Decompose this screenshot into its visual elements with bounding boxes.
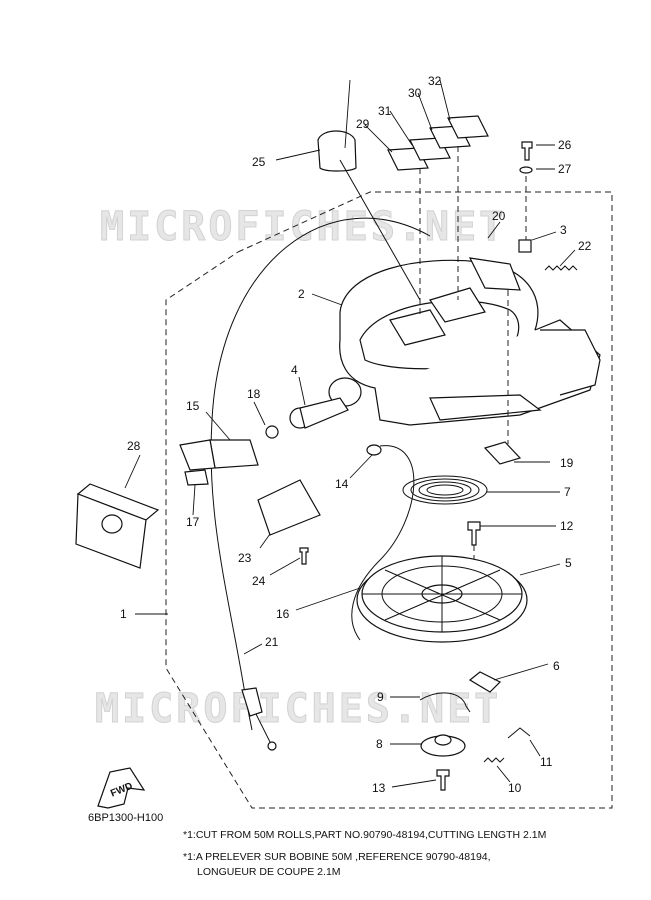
callout-5: 5 xyxy=(565,556,572,570)
rope-25-line xyxy=(339,159,421,301)
note-english: *1:CUT FROM 50M ROLLS,PART NO.90790-4819… xyxy=(183,829,547,841)
callout-17: 17 xyxy=(186,515,200,529)
starter-case xyxy=(339,259,601,426)
note-french-line1: *1:A PRELEVER SUR BOBINE 50M ,REFERENCE … xyxy=(183,851,491,863)
bushing-14 xyxy=(366,444,382,456)
bolt-12 xyxy=(467,521,481,546)
spring-22 xyxy=(544,265,578,271)
callout-9: 9 xyxy=(377,690,384,704)
callout-22: 22 xyxy=(578,239,592,253)
screw-24 xyxy=(299,547,309,565)
starter-rope-16 xyxy=(351,445,415,641)
callout-23: 23 xyxy=(238,551,252,565)
bracket-23 xyxy=(257,479,321,536)
callout-28: 28 xyxy=(127,439,141,453)
spiral-spring-7 xyxy=(402,475,488,505)
callout-19: 19 xyxy=(560,456,574,470)
callout-2: 2 xyxy=(298,287,305,301)
callout-20: 20 xyxy=(492,209,506,223)
watermark-top: MICROFICHES.NET xyxy=(100,204,506,250)
callout-15: 15 xyxy=(186,399,200,413)
drive-pawl-6 xyxy=(468,671,502,693)
callout-11: 11 xyxy=(540,755,553,769)
callout-21: 21 xyxy=(265,635,279,649)
collar-3 xyxy=(518,239,532,253)
sheave-drum-5 xyxy=(356,555,528,643)
assembly-outline xyxy=(165,191,613,809)
callout-4: 4 xyxy=(291,363,298,377)
callout-26: 26 xyxy=(558,138,572,152)
note-french-line2: LONGUEUR DE COUPE 2.1M xyxy=(197,866,341,878)
bolt-13 xyxy=(436,769,450,791)
label-32 xyxy=(447,115,489,139)
return-spring-9 xyxy=(419,692,471,713)
spring-10 xyxy=(483,757,505,763)
friction-plate-8 xyxy=(420,734,466,757)
starter-handle-assembly xyxy=(179,377,362,486)
callout-7: 7 xyxy=(564,485,571,499)
watermark-bottom: MICROFICHES.NET xyxy=(95,686,501,732)
fwd-arrow-icon: FWD xyxy=(97,767,146,809)
callout-31: 31 xyxy=(378,104,392,118)
callout-6: 6 xyxy=(553,659,560,673)
callout-10: 10 xyxy=(508,781,522,795)
callout-8: 8 xyxy=(376,737,383,751)
callout-18: 18 xyxy=(247,387,261,401)
leader-lines xyxy=(124,79,576,788)
starter-cable xyxy=(210,217,431,731)
callout-12: 12 xyxy=(560,519,574,533)
cable-end-nipple xyxy=(267,741,277,751)
callout-14: 14 xyxy=(335,477,349,491)
callout-16: 16 xyxy=(276,607,290,621)
lock-lever-20 xyxy=(468,257,521,291)
washer-27 xyxy=(519,166,533,174)
callout-1: 1 xyxy=(120,607,127,621)
callout-29: 29 xyxy=(356,117,370,131)
callout-27: 27 xyxy=(558,162,572,176)
diagram-code: 6BP1300-H100 xyxy=(88,812,164,824)
cable-end xyxy=(241,687,263,717)
callout-32: 32 xyxy=(428,74,442,88)
spring-11 xyxy=(507,727,531,739)
bolt-26 xyxy=(521,141,533,161)
callout-numbers: 1 2 3 4 5 6 7 8 9 10 11 12 13 14 15 16 1… xyxy=(120,74,592,795)
callout-30: 30 xyxy=(408,86,422,100)
plate-28 xyxy=(75,483,160,569)
callout-3: 3 xyxy=(560,223,567,237)
cable-end-wire xyxy=(255,713,271,743)
callout-24: 24 xyxy=(252,574,266,588)
callout-13: 13 xyxy=(372,781,386,795)
callout-25: 25 xyxy=(252,155,266,169)
rope-guide-25 xyxy=(317,130,357,172)
clip-19 xyxy=(483,441,522,465)
